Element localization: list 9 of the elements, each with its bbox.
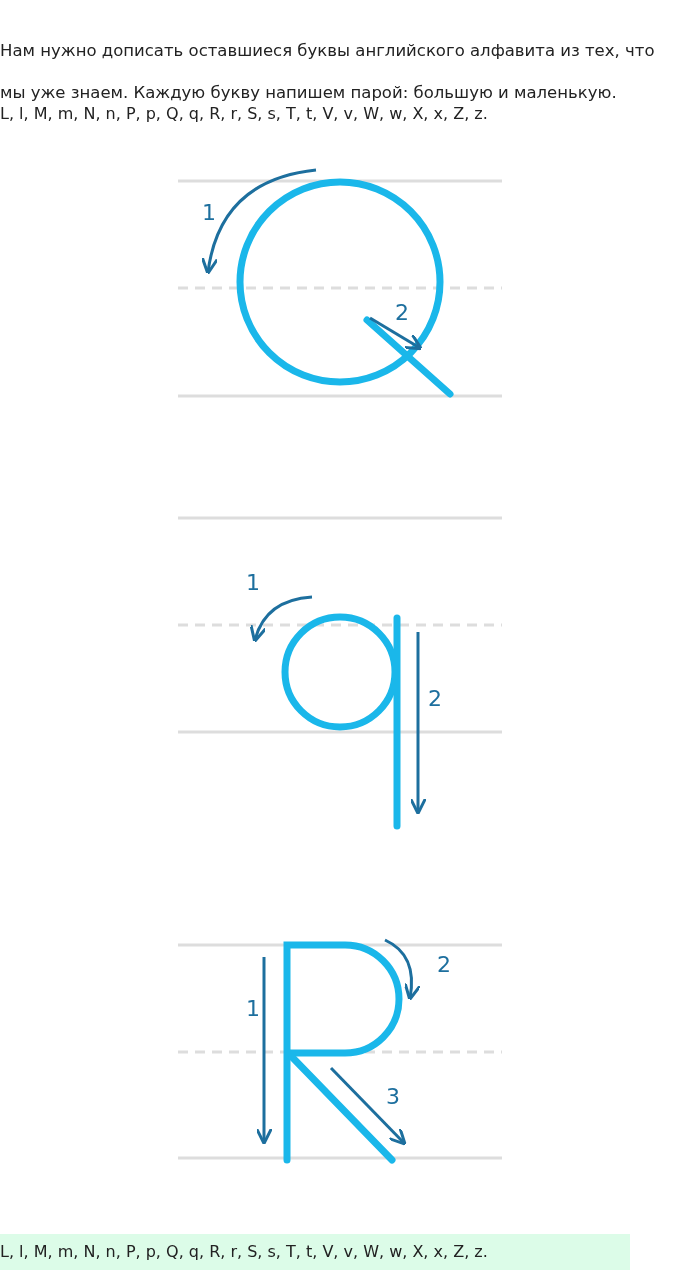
stroke-number: 1 <box>202 200 216 225</box>
stroke-number: 2 <box>395 300 409 325</box>
stroke-number: 2 <box>437 952 451 977</box>
letter-list: L, l, M, m, N, n, P, p, Q, q, R, r, S, s, T, t, V, v, W, w, X, x, Z, z. <box>0 104 488 123</box>
letter-list-banner: L, l, M, m, N, n, P, p, Q, q, R, r, S, s, T, t, V, v, W, w, X, x, Z, z. <box>0 1234 630 1270</box>
stroke-number: 2 <box>428 686 442 711</box>
stroke-number: 3 <box>386 1084 400 1109</box>
stroke-number: 1 <box>246 570 260 595</box>
stroke-number: 1 <box>246 996 260 1021</box>
